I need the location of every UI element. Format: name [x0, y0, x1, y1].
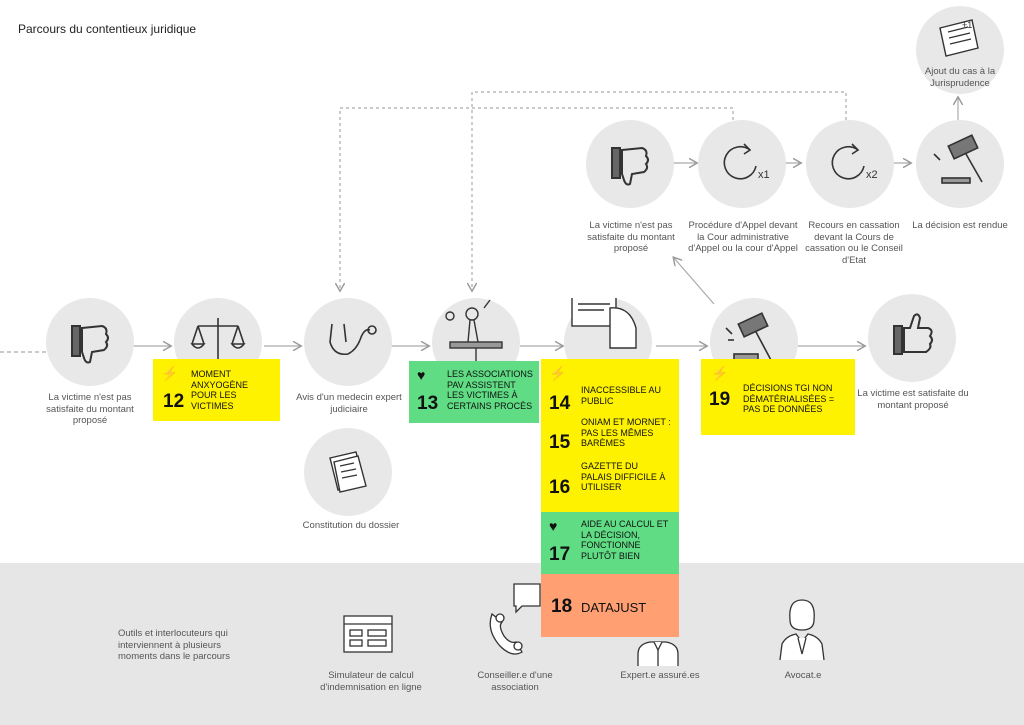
card-18: 18 DATAJUST: [541, 574, 679, 637]
retry-icon: x1: [723, 143, 770, 181]
jurisprudence-mark: +1: [962, 20, 972, 30]
pain-card-group-14-16: ⚡ 14 INACCESSIBLE AU PUBLIC 15 ONIAM ET …: [541, 359, 679, 512]
card-text: DATAJUST: [581, 600, 647, 615]
card-number: 15: [549, 432, 571, 453]
card-number: 12: [163, 391, 185, 412]
step-appeal-label: Procédure d'Appel devant la Cour adminis…: [688, 220, 798, 254]
step-victim-end: [868, 294, 956, 382]
calculator-form-icon: [343, 615, 393, 653]
card-number: 14: [549, 393, 571, 414]
gavel-icon: [725, 312, 773, 363]
card-text: MOMENT ANXYOGÈNE POUR LES VICTIMES: [191, 369, 249, 411]
thumbs-up-icon: [893, 313, 933, 355]
step-victim-top: [586, 120, 674, 208]
lawyer-icon: [779, 599, 825, 660]
card-number: 13: [417, 393, 439, 414]
card-text: INACCESSIBLE AU PUBLIC: [581, 385, 662, 406]
retry-icon: x2: [831, 143, 878, 181]
card-number: 18: [551, 596, 573, 617]
expert-person-icon: [637, 641, 679, 666]
gain-card-13: ♥ 13 LES ASSOCIATIONS PAV ASSISTENT LES …: [409, 361, 539, 423]
card-text: GAZETTE DU PALAIS DIFFICILE À UTILISER: [581, 461, 666, 492]
tool-expert-label: Expert.e assuré.es: [620, 670, 700, 681]
stethoscope-icon: [329, 323, 377, 356]
step-victim-top-label: La victime n'est pas satisfaite du monta…: [587, 220, 675, 254]
document-icon: +1: [939, 19, 979, 57]
step-victim-start: [46, 298, 134, 386]
gain-card-17: ♥ 17 AIDE AU CALCUL ET LA DÉCISION, FONC…: [541, 512, 679, 574]
page-title: Parcours du contentieux juridique: [18, 22, 197, 36]
computer-user-icon: [571, 298, 637, 349]
step-decision-label: La décision est rendue: [912, 220, 1008, 231]
cassation-multiplier: x2: [866, 169, 878, 181]
appeal-multiplier: x1: [758, 169, 770, 181]
step-cassation-label: Recours en cassation devant la Cours de …: [805, 220, 903, 266]
card-number: 17: [549, 544, 571, 565]
heart-icon: ♥: [549, 518, 558, 534]
return-loop-cassation: [472, 91, 847, 290]
thumbs-down-icon: [71, 324, 109, 364]
tools-intro: Outils et interlocuteurs qui intervienne…: [118, 628, 230, 662]
card-text: LES ASSOCIATIONS PAV ASSISTENT LES VICTI…: [447, 369, 533, 411]
step-expert: [304, 298, 392, 386]
step-expert-label: Avis d'un medecin expert judiciaire: [296, 392, 402, 415]
card-text: ONIAM ET MORNET : PAS LES MÊMES BARÈMES: [581, 417, 671, 448]
step-cassation: x2: [806, 120, 894, 208]
documents-icon: [329, 451, 367, 493]
step-dossier-label: Constitution du dossier: [302, 520, 400, 531]
card-number: 16: [549, 477, 571, 498]
tool-advisor-label: Conseiller.e d'une association: [477, 670, 553, 693]
return-loop-appeal: [340, 107, 734, 290]
step-appeal: x1: [698, 120, 786, 208]
lightning-icon: ⚡: [549, 365, 567, 381]
step-decision: [916, 120, 1004, 208]
pain-card-12: ⚡ 12 MOMENT ANXYOGÈNE POUR LES VICTIMES: [153, 359, 280, 421]
step-victim-end-label: La victime est satisfaite du montant pro…: [857, 388, 969, 411]
gavel-icon: [933, 134, 983, 184]
card-text: DÉCISIONS TGI NON DÉMATÉRIALISÉES = PAS …: [743, 383, 835, 414]
step-jurisprudence: +1: [916, 6, 1004, 94]
card-number: 19: [709, 389, 731, 410]
tool-simulator-label: Simulateur de calcul d'indemnisation en …: [320, 670, 422, 693]
lightning-icon: ⚡: [161, 365, 179, 381]
heart-icon: ♥: [417, 367, 426, 383]
step-dossier: [304, 428, 392, 516]
tool-lawyer-label: Avocat.e: [784, 670, 822, 681]
step-jurisprudence-label: Ajout du cas à la Jurisprudence: [924, 66, 996, 89]
lightning-icon: ⚡: [711, 365, 729, 381]
pain-card-19: ⚡ 19 DÉCISIONS TGI NON DÉMATÉRIALISÉES =…: [701, 359, 855, 435]
step-victim-start-label: La victime n'est pas satisfaite du monta…: [46, 392, 134, 426]
thumbs-down-icon: [611, 146, 649, 186]
arrow-to-top-row: [674, 258, 715, 305]
card-text: AIDE AU CALCUL ET LA DÉCISION, FONCTIONN…: [581, 519, 669, 561]
phone-icon: [489, 583, 541, 655]
